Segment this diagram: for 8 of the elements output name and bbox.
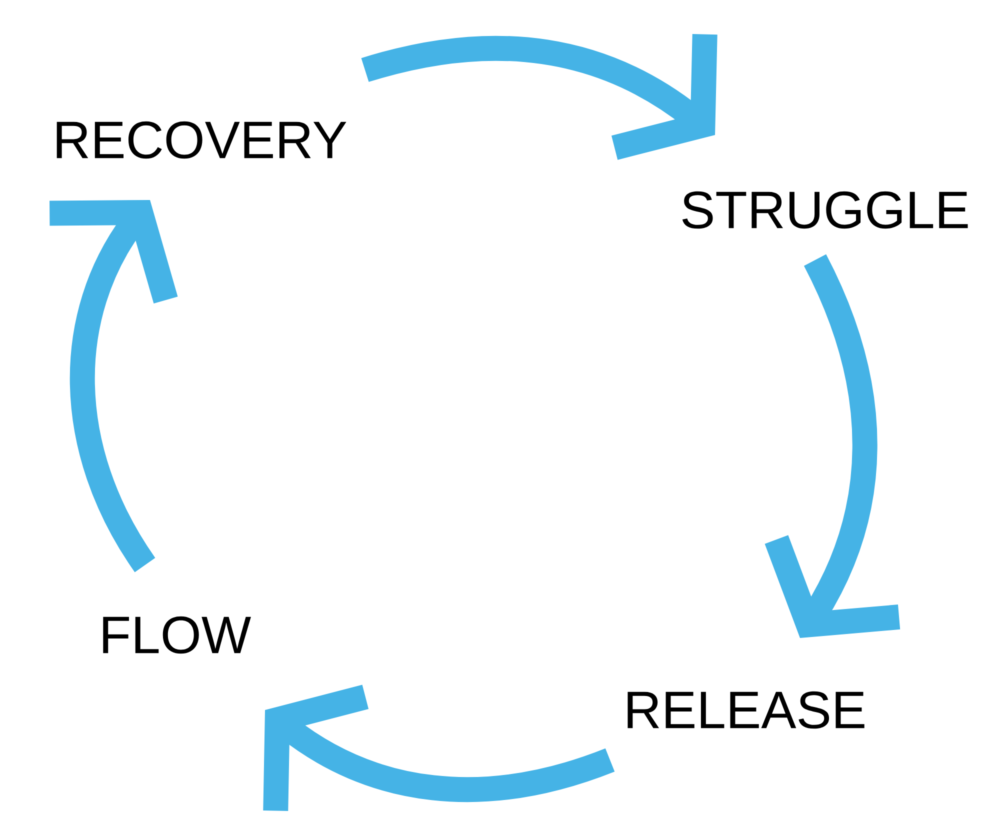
curved-arrow — [764, 254, 900, 638]
node-label: FLOW — [103, 616, 251, 654]
node-label: RELEASE — [628, 691, 864, 729]
curved-arrow — [263, 684, 614, 811]
node-label: RECOVERY — [56, 121, 346, 159]
node-label: STRUGGLE — [682, 191, 968, 229]
curved-arrow — [362, 34, 718, 160]
curved-arrow — [50, 200, 178, 572]
